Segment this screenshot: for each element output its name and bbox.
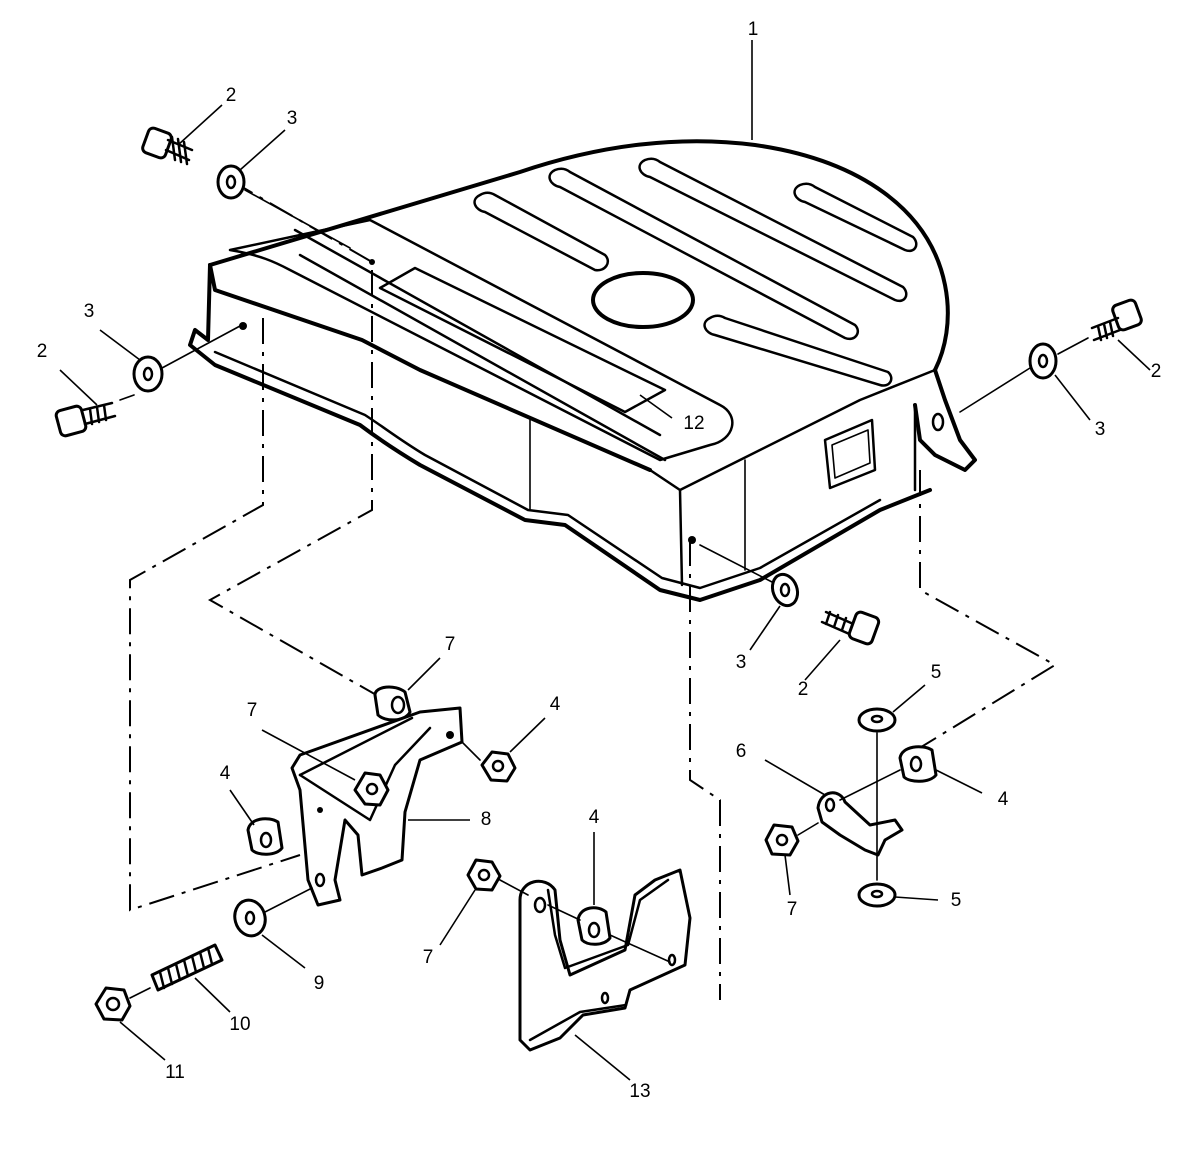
nut-7-right bbox=[764, 823, 800, 857]
callout-4-left: 4 bbox=[220, 763, 231, 784]
callout-labels: 1 2 3 3 2 2 3 12 3 2 5 7 7 4 6 4 4 8 4 7… bbox=[37, 19, 1162, 1102]
callout-2-right: 2 bbox=[1151, 361, 1162, 382]
spacer-7-top bbox=[373, 685, 412, 722]
bolt-top-left bbox=[141, 126, 194, 166]
callout-12: 12 bbox=[683, 413, 704, 434]
washer-top-left bbox=[216, 164, 246, 200]
spacer-4-right bbox=[898, 745, 938, 783]
callout-2-top-left: 2 bbox=[226, 85, 237, 106]
bolt-right bbox=[1090, 298, 1143, 342]
callout-2-left: 2 bbox=[37, 341, 48, 362]
belt-guard-cover bbox=[188, 139, 977, 602]
spacer-4-left bbox=[246, 817, 284, 856]
callout-6: 6 bbox=[736, 741, 747, 762]
callout-10: 10 bbox=[229, 1014, 250, 1035]
washer-right bbox=[1028, 342, 1058, 380]
bolt-left bbox=[54, 401, 117, 438]
washer-9 bbox=[233, 898, 267, 938]
callout-3-left: 3 bbox=[84, 301, 95, 322]
nut-7-bottom bbox=[466, 858, 502, 892]
nut-7-bracket bbox=[353, 771, 390, 807]
nut-4-top bbox=[480, 750, 517, 783]
bracket-8 bbox=[290, 706, 464, 907]
callout-3-front: 3 bbox=[736, 652, 747, 673]
callout-1: 1 bbox=[748, 19, 759, 40]
washer-5-top bbox=[857, 707, 897, 733]
callout-7-top: 7 bbox=[445, 634, 456, 655]
stud-10 bbox=[150, 943, 224, 992]
callout-4-top: 4 bbox=[550, 694, 561, 715]
callout-4-right: 4 bbox=[998, 789, 1009, 810]
callout-13: 13 bbox=[629, 1081, 650, 1102]
bracket-6 bbox=[816, 732, 904, 881]
callout-8: 8 bbox=[481, 809, 492, 830]
washer-left bbox=[132, 355, 164, 393]
callout-7-right: 7 bbox=[787, 899, 798, 920]
callout-2-front: 2 bbox=[798, 679, 809, 700]
callout-9: 9 bbox=[314, 973, 325, 994]
callout-11: 11 bbox=[165, 1062, 185, 1083]
washer-front bbox=[770, 572, 800, 608]
washer-5-bottom bbox=[857, 882, 897, 908]
callout-3-top-left: 3 bbox=[287, 108, 298, 129]
bracket-13 bbox=[518, 868, 692, 1052]
spacer-4-bottom bbox=[576, 906, 612, 946]
bolt-front bbox=[820, 610, 881, 646]
callout-4-bottom: 4 bbox=[589, 807, 600, 828]
nut-11 bbox=[94, 986, 132, 1022]
callout-5-top: 5 bbox=[931, 662, 942, 683]
callout-7-bracket: 7 bbox=[247, 700, 258, 721]
callout-3-right: 3 bbox=[1095, 419, 1106, 440]
callout-5-bottom: 5 bbox=[951, 890, 962, 911]
callout-7-bottom: 7 bbox=[423, 947, 434, 968]
